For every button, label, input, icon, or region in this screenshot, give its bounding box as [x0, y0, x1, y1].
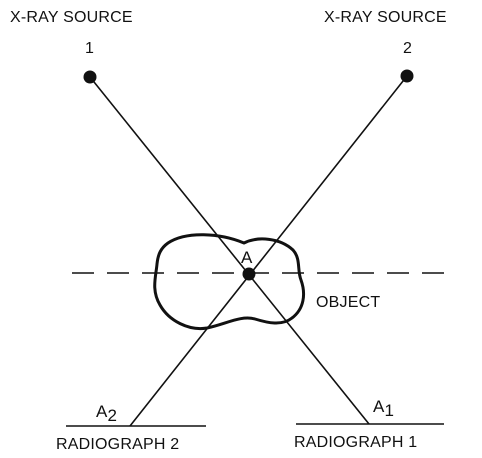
point-a-label: A [241, 248, 253, 267]
object-label: OBJECT [316, 294, 380, 311]
projection-a2-base: A [96, 402, 108, 421]
projection-a2-subscript: 2 [108, 406, 118, 425]
object-outline [153, 233, 306, 331]
source-1-number: 1 [85, 40, 94, 57]
projection-a2-label: A2 [96, 402, 117, 425]
source-1-title: X-RAY SOURCE [10, 9, 133, 26]
source-2-number: 2 [403, 40, 412, 57]
point-a [242, 267, 256, 281]
radiograph-2-label: RADIOGRAPH 2 [56, 436, 179, 453]
projection-a1-label: A1 [373, 397, 394, 420]
ray-source-1 [89, 76, 370, 425]
ray-source-2 [129, 75, 408, 427]
radiograph-1-label: RADIOGRAPH 1 [294, 434, 417, 451]
projection-a1-base: A [373, 397, 385, 416]
source-2-title: X-RAY SOURCE [324, 9, 447, 26]
projection-a1-subscript: 1 [385, 401, 395, 420]
